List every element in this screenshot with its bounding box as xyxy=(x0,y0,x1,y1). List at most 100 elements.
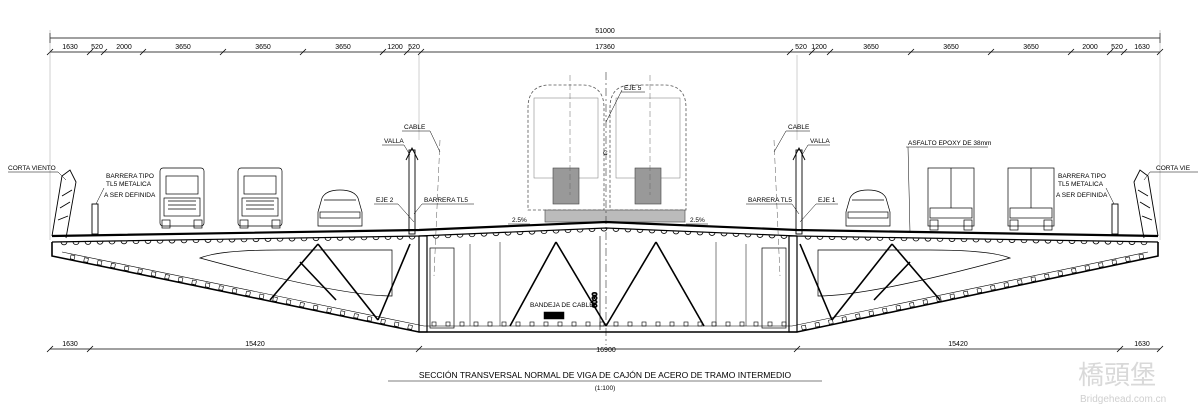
top-dim-14: 2000 xyxy=(1082,44,1098,51)
stiffener xyxy=(895,304,902,311)
deck-rib xyxy=(852,236,860,241)
vehicles-left xyxy=(159,167,363,229)
dimension-tick xyxy=(46,345,54,353)
stiffener xyxy=(909,302,915,308)
train-vehicles xyxy=(527,84,687,223)
deck-rib xyxy=(240,238,248,243)
stiffener xyxy=(683,321,689,327)
stiffener xyxy=(543,321,549,327)
stiffener xyxy=(868,310,875,317)
dimension-tick xyxy=(987,48,995,56)
deck-rib xyxy=(324,237,332,241)
deck-rib xyxy=(768,234,776,239)
stiffener xyxy=(164,274,170,280)
stiffener xyxy=(445,321,451,327)
top-dim-16: 1630 xyxy=(1134,44,1150,51)
bandeja-label: BANDEJA DE CABLE xyxy=(530,302,594,309)
stiffener xyxy=(1017,279,1023,285)
deck-rib xyxy=(120,240,128,245)
top-dim-8: 17360 xyxy=(595,44,615,51)
deck-rib xyxy=(1116,241,1124,245)
top-dim-5: 3650 xyxy=(335,44,351,51)
dimension-tick xyxy=(808,48,816,56)
deck-rib xyxy=(1092,240,1100,245)
dimension-tick xyxy=(786,48,794,56)
top-dim-15: 520 xyxy=(1111,44,1123,51)
top-dim-10: 1200 xyxy=(811,44,827,51)
stiffener xyxy=(922,299,929,305)
deck-rib xyxy=(60,241,68,246)
deck-rib xyxy=(1140,241,1148,246)
stiffener xyxy=(431,321,437,327)
dimension-tick xyxy=(793,345,801,353)
stiffener xyxy=(487,321,493,327)
deck-rib xyxy=(1128,241,1136,245)
stiffener xyxy=(557,321,563,327)
deck-rib xyxy=(312,237,320,242)
deck-rib xyxy=(336,237,344,241)
stiffener xyxy=(258,293,265,300)
stiffener xyxy=(655,321,661,327)
stiffener xyxy=(83,257,89,263)
scale-text: (1:100) xyxy=(595,385,616,392)
deck-rib xyxy=(1008,239,1016,243)
deck-rib xyxy=(864,237,872,241)
dimension-tick xyxy=(1067,48,1075,56)
valla-right-label: VALLA xyxy=(810,138,830,145)
deck-rib xyxy=(636,229,644,233)
bottom-dim-4: 1630 xyxy=(1134,341,1150,348)
stiffener xyxy=(191,279,197,286)
barrier-posts xyxy=(91,146,1119,235)
stiffener xyxy=(218,285,224,291)
annotations-left: CORTA VIENTO BARRERA TIPO TL5 METALICA A… xyxy=(8,124,474,277)
corta-viento-left-label: CORTA VIENTO xyxy=(8,165,56,172)
stiffener xyxy=(501,321,507,327)
dimension-tick xyxy=(219,48,227,56)
dimension-tick xyxy=(1116,345,1124,353)
deck-rib xyxy=(996,239,1004,243)
deck-rib xyxy=(732,233,740,237)
drawing-title: SECCIÓN TRANSVERSAL NORMAL DE VIGA DE CA… xyxy=(388,370,822,392)
dimension-tick xyxy=(826,48,834,56)
stiffener xyxy=(669,321,675,327)
top-dim-11: 3650 xyxy=(863,44,879,51)
deck-rib xyxy=(684,231,692,235)
deck-rib xyxy=(540,230,548,234)
top-dim-9: 520 xyxy=(795,44,807,51)
barrera-tipo-right-2: TL5 METALICA xyxy=(1058,181,1104,188)
deck-rib xyxy=(948,238,956,242)
stiffener xyxy=(936,296,942,302)
stiffener xyxy=(1003,282,1010,288)
stiffener xyxy=(571,321,577,327)
barrera-tipo-left-2: TL5 METALICA xyxy=(106,181,152,188)
deck-rib xyxy=(252,238,260,242)
stiffener xyxy=(380,318,386,325)
extension-lines xyxy=(49,30,1161,240)
stiffener xyxy=(585,321,591,327)
deck-rib xyxy=(1032,239,1040,244)
deck-rib xyxy=(72,241,80,245)
stiffener xyxy=(963,290,969,297)
deck-rib xyxy=(840,236,848,241)
watermark-chinese: 橋頭堡 xyxy=(1078,361,1156,391)
stiffener xyxy=(1138,253,1145,260)
stiffener xyxy=(353,313,359,319)
dimension-tick xyxy=(379,48,387,56)
vehicles-right xyxy=(845,167,1055,231)
deck-rib xyxy=(744,233,752,238)
barrera-tipo-left-3: A SER DEFINIDA xyxy=(104,192,156,199)
deck-rib xyxy=(276,238,284,242)
stiffener xyxy=(814,321,821,328)
deck-rib xyxy=(708,232,716,236)
stiffener xyxy=(326,307,332,314)
top-dim-3: 3650 xyxy=(175,44,191,51)
dimension-tick xyxy=(86,345,94,353)
dimension-tick xyxy=(417,48,425,56)
stiffener xyxy=(1071,267,1077,274)
deck-rib xyxy=(156,240,164,244)
deck-rib xyxy=(228,238,236,243)
slope-right-label: 2.5% xyxy=(690,217,705,224)
dimension-tick xyxy=(139,48,147,56)
stiffener xyxy=(459,321,465,327)
dimension-tick xyxy=(1120,48,1128,56)
